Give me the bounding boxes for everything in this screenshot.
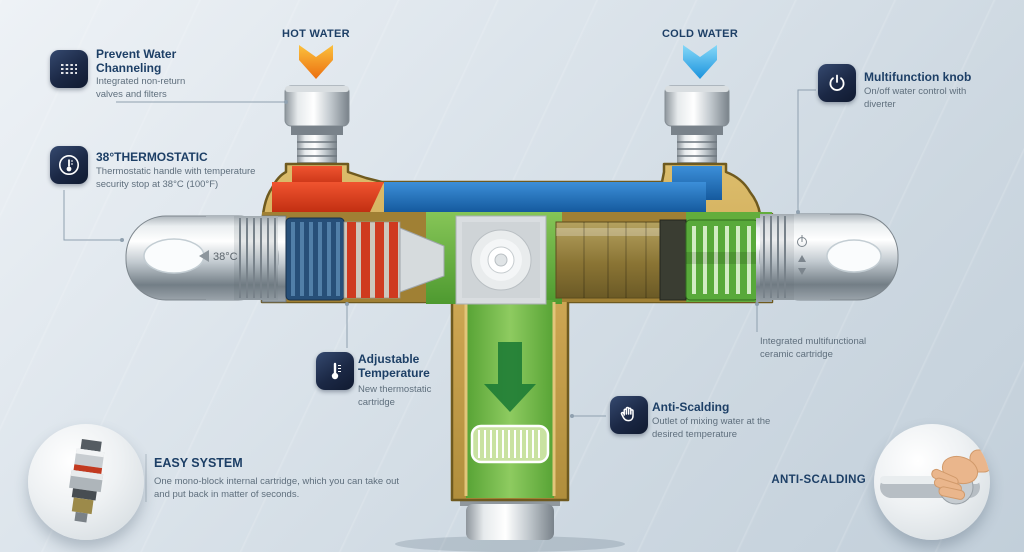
leader-lines xyxy=(63,89,816,502)
hot-water-arrow xyxy=(299,45,333,79)
easy-system-photo xyxy=(28,424,144,540)
thermometer-icon xyxy=(59,155,79,175)
power-engraving-icon xyxy=(797,235,807,247)
handle-badge-right xyxy=(826,239,882,273)
diverter-arrows-icon xyxy=(798,255,806,275)
ceramic-cartridge-green xyxy=(685,219,759,301)
cold-water-arrow xyxy=(683,45,717,79)
temp-pointer xyxy=(199,250,209,262)
hot-water-channel xyxy=(272,166,384,212)
prevent-water-tile xyxy=(50,50,88,88)
valve-shadow xyxy=(395,536,625,552)
thermometer-icon xyxy=(331,362,341,380)
multifunction-handle xyxy=(759,213,899,301)
anti-scalding-tile xyxy=(610,396,648,434)
thermostatic-desc: Thermostatic handle with temperature sec… xyxy=(96,166,256,190)
hand-on-faucet-illustration xyxy=(880,449,990,505)
easy-system-desc: One mono-block internal cartridge, which… xyxy=(154,476,400,500)
multifunction-desc: On/off water control with diverter xyxy=(864,86,967,110)
multifunction-tile xyxy=(818,64,856,102)
power-knob-icon xyxy=(829,74,845,91)
temperature-handle: 38°C xyxy=(125,215,279,301)
filter-mesh-icon xyxy=(61,64,77,74)
adjustable-temp-desc: New thermostatic cartridge xyxy=(358,384,432,408)
handle-badge xyxy=(143,238,205,274)
diverter-junction xyxy=(455,215,547,305)
piston-cone xyxy=(399,227,445,293)
prevent-water-desc: Integrated non-return valves and filters xyxy=(96,76,186,100)
hand-icon xyxy=(620,406,634,422)
outlet-grille xyxy=(470,424,550,464)
internal-cartridge-components xyxy=(261,215,772,305)
anti-scalding-photo xyxy=(874,424,990,540)
adjustable-temp-tile xyxy=(316,352,354,390)
cold-water-label: COLD WATER xyxy=(661,28,739,40)
anti-scalding-desc: Outlet of mixing water at the desired te… xyxy=(652,416,771,440)
cold-water-channel xyxy=(384,166,722,212)
temp-dial-label: 38°C xyxy=(213,251,238,263)
ceramic-cartridge-note: Integrated multifunctional ceramic cartr… xyxy=(760,336,867,360)
red-seal-rings xyxy=(343,221,401,299)
adjustable-temp-title: Adjustable Temperature xyxy=(358,352,430,381)
anti-scalding-photo-label: ANTI-SCALDING xyxy=(771,474,866,486)
easy-system-title: EASY SYSTEM xyxy=(154,456,243,470)
hot-inlet-connector xyxy=(284,85,350,169)
hot-water-label: HOT WATER xyxy=(282,28,350,40)
multifunction-title: Multifunction knob xyxy=(864,70,972,84)
mixed-flow-arrow xyxy=(484,342,536,412)
dark-spacer-ring xyxy=(659,219,687,301)
cold-inlet-connector xyxy=(664,85,730,169)
thermostatic-cartridge-blue xyxy=(285,217,345,301)
anti-scalding-title: Anti-Scalding xyxy=(652,400,730,414)
brass-cartridge-section xyxy=(555,221,661,299)
thermostatic-tile xyxy=(50,146,88,184)
cartridge-photo-illustration xyxy=(69,439,105,523)
prevent-water-title: Prevent Water Channeling xyxy=(96,47,177,76)
thermostatic-title: 38°THERMOSTATIC xyxy=(96,150,208,164)
